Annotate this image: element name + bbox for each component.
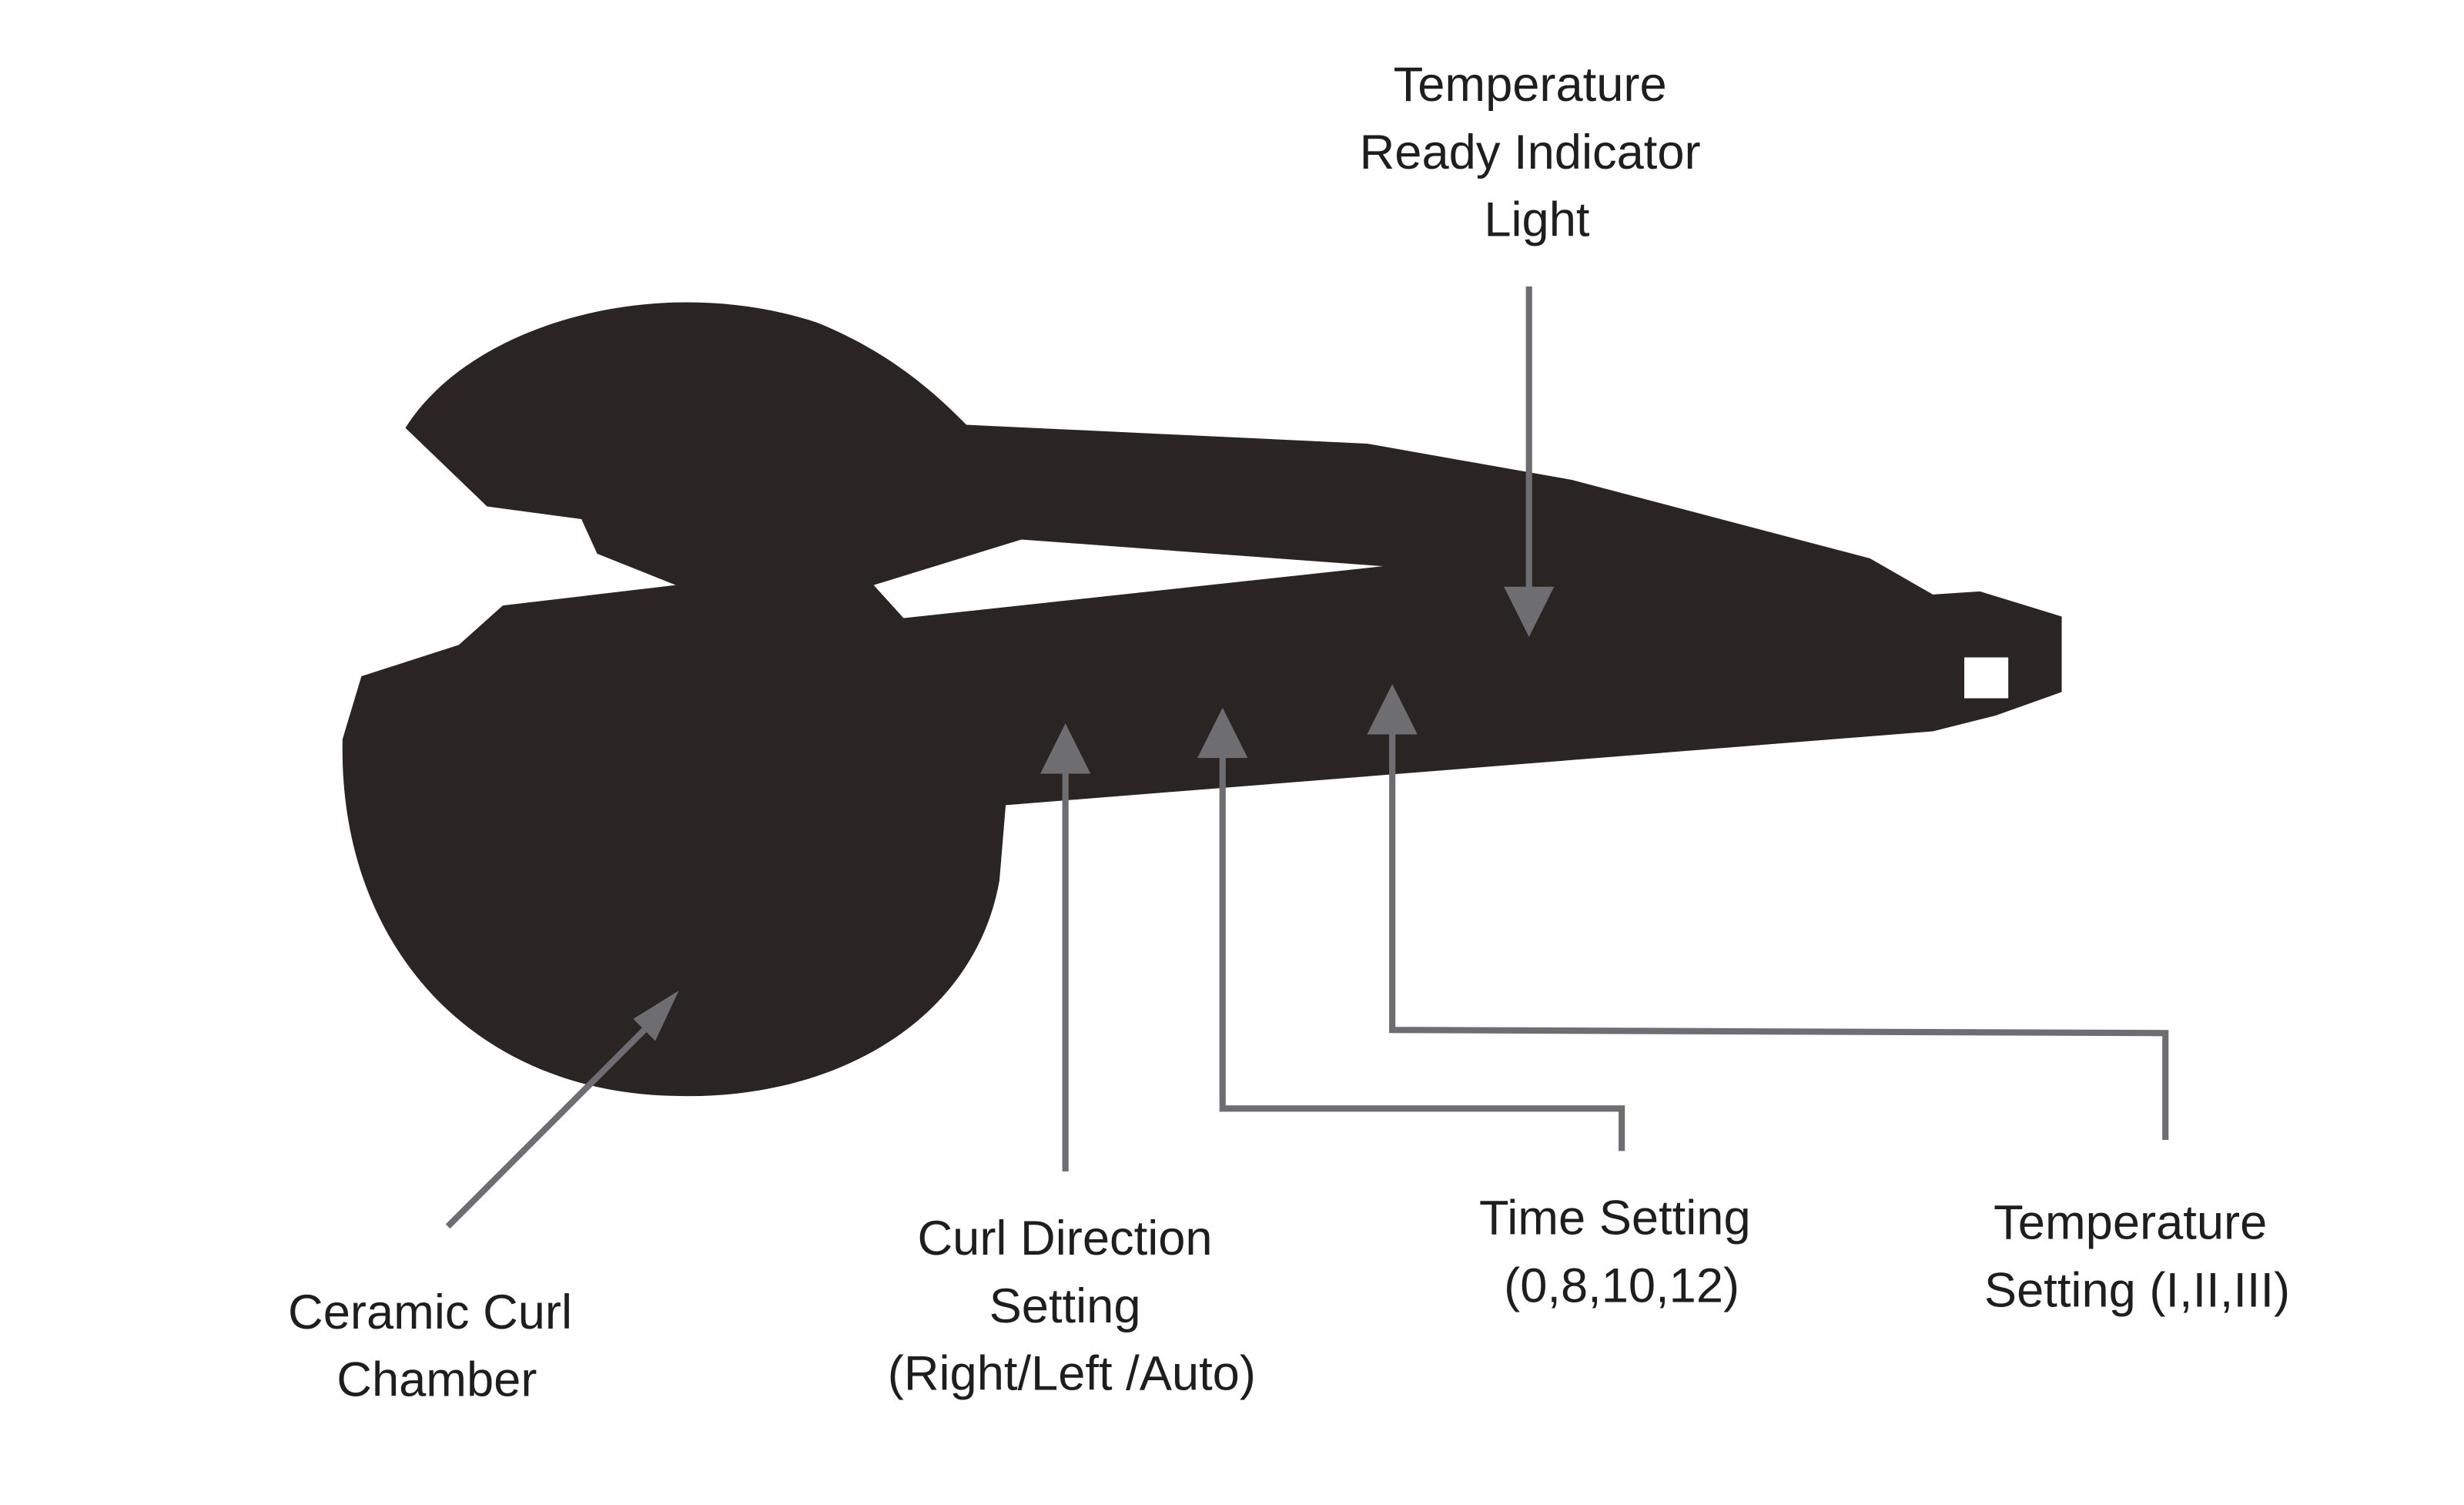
label-temperature: Temperature Setting (I,II,III) bbox=[1984, 1196, 2290, 1318]
arrow-time bbox=[1197, 707, 1625, 1151]
arrow-temperature bbox=[1367, 684, 2169, 1141]
label-chamber: Ceramic Curl Chamber bbox=[288, 1285, 586, 1407]
label-time: Time Setting (0,8,10,12) bbox=[1479, 1192, 1764, 1313]
arrow-chamber bbox=[445, 990, 679, 1229]
cord-hole bbox=[1964, 657, 2009, 699]
handle-slot bbox=[873, 539, 1383, 618]
label-ready-light: Temperature Ready Indicator Light bbox=[1360, 58, 1715, 247]
curler-silhouette bbox=[342, 302, 2062, 1097]
arrow-curl-direction bbox=[1040, 723, 1091, 1171]
label-curl-direction: Curl Direction Setting (Right/Left /Auto… bbox=[888, 1212, 1256, 1401]
arrow-ready-light bbox=[1504, 286, 1555, 637]
